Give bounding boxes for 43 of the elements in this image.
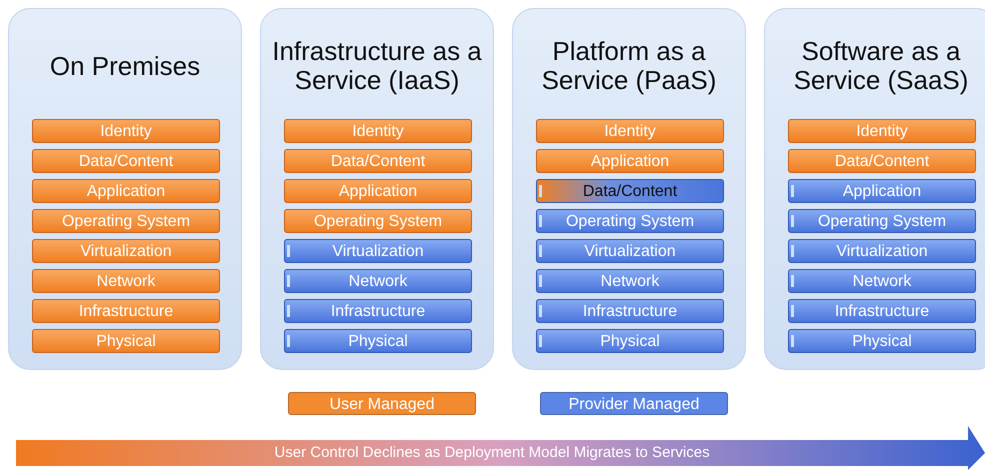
- layer-box: Physical: [788, 329, 976, 353]
- column-panel: [260, 8, 494, 370]
- layer-box: Operating System: [284, 209, 472, 233]
- layer-box: Virtualization: [32, 239, 220, 263]
- layer-box: Operating System: [536, 209, 724, 233]
- layer-box: Network: [284, 269, 472, 293]
- layer-box: Application: [284, 179, 472, 203]
- layer-box: Network: [788, 269, 976, 293]
- column-title: Software as a Service (SaaS): [792, 35, 970, 97]
- layer-box: Virtualization: [284, 239, 472, 263]
- arrow-caption: User Control Declines as Deployment Model Migrates to Services: [274, 444, 710, 461]
- layer-box: Infrastructure: [32, 299, 220, 323]
- legend-label: User Managed: [330, 396, 434, 413]
- layer-box: Operating System: [788, 209, 976, 233]
- layer-box: Application: [536, 149, 724, 173]
- layer-box: Physical: [536, 329, 724, 353]
- layer-box: Network: [536, 269, 724, 293]
- column-panel: [764, 8, 985, 370]
- legend-label: Provider Managed: [568, 396, 700, 413]
- layer-box: Data/Content: [32, 149, 220, 173]
- layer-box: Identity: [32, 119, 220, 143]
- layer-box: Infrastructure: [788, 299, 976, 323]
- layer-box: Infrastructure: [284, 299, 472, 323]
- layer-box: Identity: [536, 119, 724, 143]
- layer-box: Identity: [788, 119, 976, 143]
- layer-box: Data/Content: [284, 149, 472, 173]
- layer-box: Infrastructure: [536, 299, 724, 323]
- column-title: Platform as a Service (PaaS): [540, 35, 718, 97]
- layer-box: Data/Content: [536, 179, 724, 203]
- layer-box: Virtualization: [536, 239, 724, 263]
- layer-box: Data/Content: [788, 149, 976, 173]
- layer-box: Physical: [284, 329, 472, 353]
- layer-box: Operating System: [32, 209, 220, 233]
- layer-box: Application: [32, 179, 220, 203]
- column-panel: [512, 8, 746, 370]
- layer-box: Physical: [32, 329, 220, 353]
- column-title: Infrastructure as a Service (IaaS): [271, 35, 483, 97]
- layer-box: Identity: [284, 119, 472, 143]
- column-panel: [8, 8, 242, 370]
- column-title: On Premises: [48, 50, 202, 82]
- layer-box: Virtualization: [788, 239, 976, 263]
- layer-box: Network: [32, 269, 220, 293]
- layer-box: Application: [788, 179, 976, 203]
